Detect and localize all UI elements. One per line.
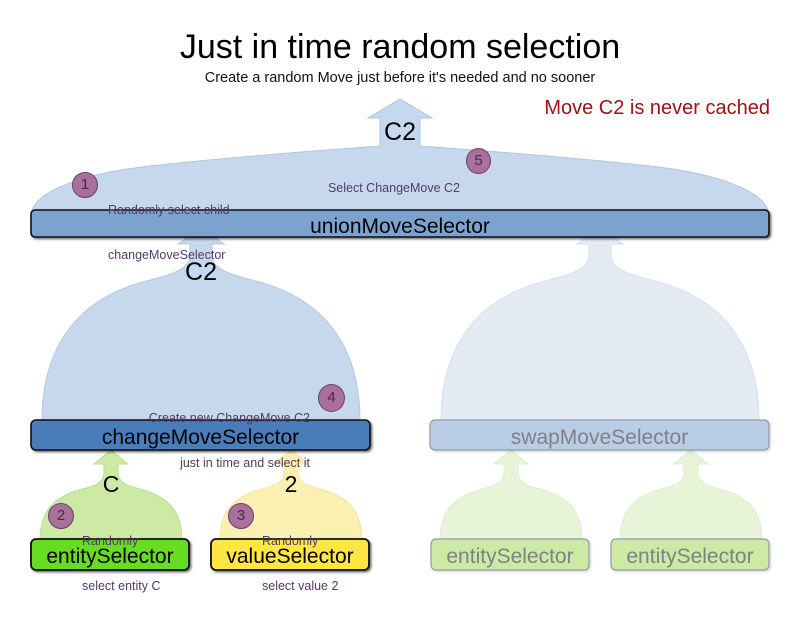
node-box-entity-change[interactable] bbox=[30, 538, 190, 571]
step-annotation-4: Create new ChangeMove C2 just in time an… bbox=[110, 381, 310, 501]
step-annotation-3-line-1: Randomly bbox=[262, 534, 319, 548]
step-annotation-1: Randomly select child changeMoveSelector bbox=[108, 173, 308, 293]
step-badge-5: 5 bbox=[466, 148, 491, 174]
step-annotation-4-line-2: just in time and select it bbox=[180, 456, 310, 470]
step-annotation-2-line-2: select entity C bbox=[82, 579, 161, 593]
node-box-entity-swap-right[interactable] bbox=[610, 538, 770, 571]
flow-arrow-union-out bbox=[31, 98, 769, 213]
flow-arrow-entity-swap-left-out bbox=[439, 449, 583, 542]
flow-label-union-out: C2 bbox=[384, 118, 416, 146]
step-badge-4: 4 bbox=[318, 384, 345, 412]
node-label-union: unionMoveSelector bbox=[310, 215, 490, 238]
flow-arrow-swap-out bbox=[440, 227, 760, 422]
flow-arrow-entity-change-out bbox=[39, 449, 183, 542]
node-box-change[interactable] bbox=[30, 419, 371, 451]
flow-label-change-out: C2 bbox=[185, 258, 217, 286]
node-box-entity-swap-left[interactable] bbox=[430, 538, 590, 571]
step-badge-1: 1 bbox=[72, 172, 98, 198]
step-annotation-2-line-1: Randomly bbox=[82, 534, 139, 548]
node-box-value-change[interactable] bbox=[210, 538, 370, 571]
node-label-entity-swap-left: entitySelector bbox=[446, 545, 574, 568]
step-annotation-5-line-1: Select ChangeMove C2 bbox=[327, 181, 460, 195]
node-label-entity-swap-right: entitySelector bbox=[626, 545, 754, 568]
page-subtitle: Create a random Move just before it's ne… bbox=[204, 70, 596, 86]
step-annotation-3-line-2: select value 2 bbox=[262, 579, 339, 593]
node-label-change: changeMoveSelector bbox=[101, 426, 300, 449]
node-box-union[interactable] bbox=[30, 209, 770, 238]
step-annotation-1-line-1: Randomly select child bbox=[108, 203, 230, 217]
flow-arrow-value-out bbox=[219, 449, 363, 542]
step-annotation-3: Randomly select value 2 bbox=[262, 504, 382, 624]
flow-label-value-out: 2 bbox=[284, 471, 298, 497]
flow-label-entity-out: C bbox=[102, 471, 120, 497]
step-annotation-4-line-1: Create new ChangeMove C2 bbox=[148, 411, 310, 425]
node-box-swap[interactable] bbox=[429, 419, 770, 451]
step-badge-3: 3 bbox=[228, 503, 254, 529]
step-annotation-2: Randomly select entity C bbox=[82, 504, 202, 624]
node-label-swap: swapMoveSelector bbox=[510, 426, 689, 449]
diagram-canvas: Just in time random selection Create a r… bbox=[30, 28, 770, 593]
page-title: Just in time random selection bbox=[179, 28, 621, 66]
flow-arrow-entity-swap-right-out bbox=[619, 449, 763, 542]
step-badge-2: 2 bbox=[48, 503, 74, 529]
node-label-entity-change: entitySelector bbox=[46, 545, 174, 568]
never-cached-note: Move C2 is never cached bbox=[544, 97, 770, 119]
step-annotation-1-line-2: changeMoveSelector bbox=[108, 248, 226, 262]
node-label-value-change: valueSelector bbox=[226, 545, 354, 568]
diagram-shapes bbox=[30, 98, 770, 571]
step-annotation-5: Select ChangeMove C2 bbox=[260, 151, 460, 226]
